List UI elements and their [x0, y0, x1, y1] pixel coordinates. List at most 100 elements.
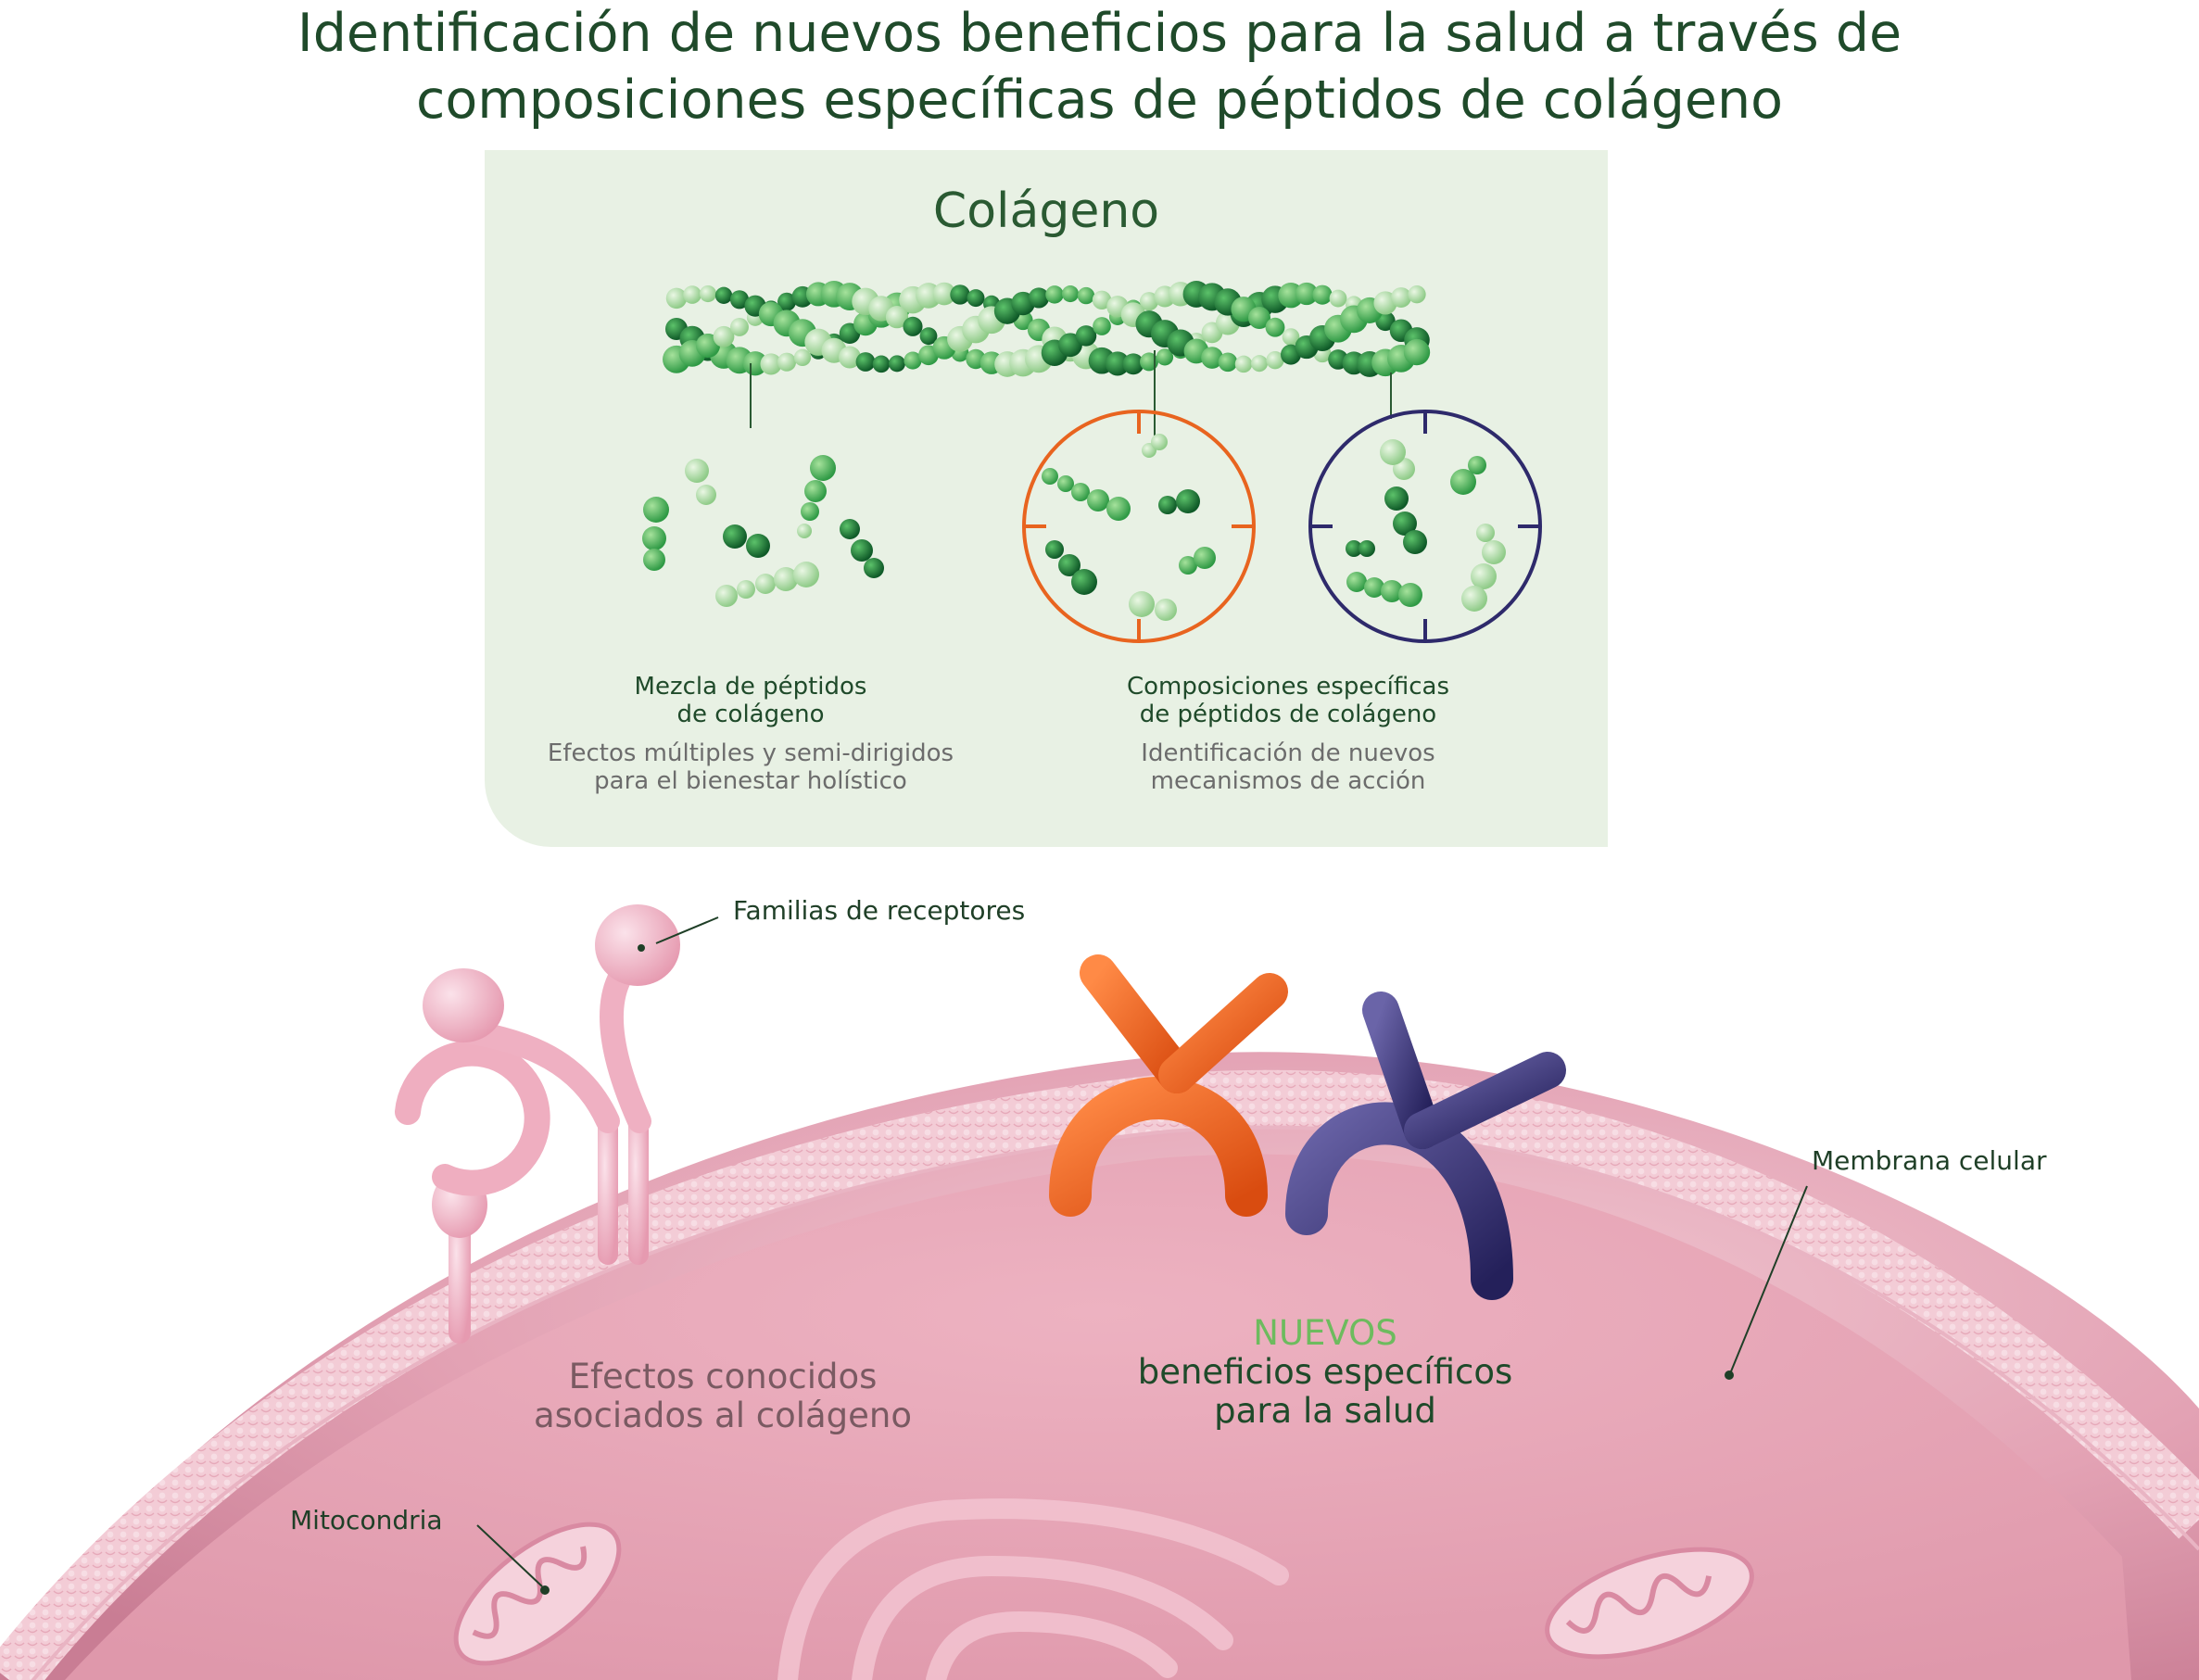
peptide-bead	[1179, 556, 1197, 575]
ring-receptor	[395, 1040, 550, 1344]
mixture-caption: Mezcla de péptidos de colágeno Efectos m…	[519, 673, 982, 795]
peptide-bead	[801, 502, 819, 521]
peptide-bead	[1476, 524, 1495, 542]
peptide-bead	[1139, 292, 1159, 311]
peptide-bead	[1058, 554, 1081, 576]
peptide-bead	[1122, 353, 1144, 375]
known-effects-line-1: Efectos conocidos	[568, 1357, 878, 1396]
peptide-bead	[793, 348, 812, 367]
peptide-bead	[1403, 530, 1427, 554]
peptide-bead	[1061, 285, 1080, 303]
peptide-bead	[1158, 496, 1177, 514]
peptide-bead	[1028, 287, 1050, 309]
peptide-bead	[1045, 540, 1064, 559]
peptide-bead	[1057, 475, 1074, 492]
peptide-bead	[1247, 307, 1271, 330]
peptide-bead	[1266, 351, 1284, 370]
peptide-bead	[1408, 285, 1426, 304]
peptide-bead	[851, 539, 873, 562]
peptide-bead	[1218, 352, 1238, 373]
peptide-bead	[1391, 287, 1411, 309]
peptide-bead	[1346, 540, 1362, 557]
peptide-bead	[1156, 348, 1174, 366]
pointer-lines	[750, 350, 1392, 436]
peptide-bead	[699, 284, 717, 303]
mitochondrion-left	[453, 1522, 622, 1666]
peptide-bead	[1482, 540, 1506, 564]
peptide-bead	[1471, 563, 1497, 589]
navy-receptor	[1285, 992, 1566, 1300]
mixture-sub-2: para el bienestar holístico	[594, 767, 907, 795]
peptide-mixture-fragments	[642, 455, 884, 607]
peptide-bead	[642, 526, 666, 550]
peptide-bead	[714, 286, 733, 304]
peptide-bead	[685, 459, 709, 483]
specific-sub-1: Identificación de nuevos	[1141, 739, 1435, 767]
specific-heading-1: Composiciones específicas	[1127, 673, 1449, 701]
mixture-heading-1: Mezcla de péptidos	[634, 673, 867, 701]
peptide-bead	[746, 534, 770, 558]
known-effects-text: Efectos conocidos asociados al colágeno	[491, 1358, 954, 1435]
specific-heading-2: de péptidos de colágeno	[1139, 701, 1437, 728]
new-benefits-text: NUEVOS beneficios específicos para la sa…	[1093, 1314, 1557, 1431]
peptide-bead	[1129, 591, 1155, 617]
orange-receptor	[1049, 954, 1288, 1217]
peptide-bead	[967, 289, 985, 308]
peptide-bead	[1461, 586, 1487, 612]
peptide-bead	[1042, 468, 1058, 485]
peptide-bead	[723, 524, 747, 549]
collagen-helix	[663, 280, 1431, 377]
peptide-bead	[1093, 317, 1111, 335]
peptide-bead	[1155, 599, 1177, 621]
peptide-bead	[839, 346, 861, 369]
navy-target-circle	[1308, 410, 1542, 643]
peptide-bead	[1071, 483, 1090, 501]
peptide-bead	[1092, 290, 1112, 310]
peptide-bead	[904, 351, 922, 370]
specific-peptide-fragments	[1042, 434, 1506, 621]
peptide-bead	[665, 287, 688, 309]
peptide-bead	[804, 480, 827, 502]
mitochondria-label: Mitocondria	[290, 1505, 443, 1535]
peptide-bead	[810, 455, 836, 481]
peptide-bead	[1312, 284, 1333, 305]
mixture-sub-1: Efectos múltiples y semi-dirigidos	[547, 739, 954, 767]
peptide-bead	[1398, 583, 1422, 607]
peptide-bead	[1295, 282, 1319, 306]
peptide-bead	[730, 317, 749, 336]
peptide-bead	[903, 316, 923, 336]
peptide-bead	[950, 284, 970, 305]
peptide-bead	[1234, 355, 1253, 373]
peptide-bead	[1381, 580, 1403, 602]
peptide-bead	[1468, 456, 1486, 474]
peptide-bead	[774, 567, 798, 591]
cell-membrane-label: Membrana celular	[1812, 1145, 2047, 1176]
peptide-bead	[1403, 338, 1431, 366]
peptide-bead	[737, 580, 755, 599]
specific-sub-2: mecanismos de acción	[1150, 767, 1426, 795]
peptide-bead	[643, 497, 669, 523]
mixture-heading-2: de colágeno	[676, 701, 825, 728]
peptide-bead	[1250, 355, 1269, 373]
peptide-bead	[1346, 572, 1367, 592]
peptide-bead	[872, 355, 891, 373]
peptide-bead	[1450, 469, 1476, 495]
new-benefits-line-2: para la salud	[1214, 1391, 1436, 1431]
peptide-bead	[888, 355, 906, 373]
peptide-bead	[1105, 351, 1131, 376]
peptide-bead	[1380, 439, 1406, 465]
peptide-bead	[1077, 286, 1095, 305]
peptide-bead	[696, 485, 716, 505]
peptide-bead	[1329, 289, 1347, 308]
peptide-bead	[855, 352, 876, 372]
peptide-bead	[715, 585, 738, 607]
peptide-bead	[919, 327, 938, 346]
page-title: Identificación de nuevos beneficios para…	[0, 0, 2199, 133]
peptide-bead	[885, 306, 909, 329]
known-effects-line-2: asociados al colágeno	[533, 1396, 913, 1435]
peptide-bead	[1151, 434, 1168, 450]
peptide-bead	[1071, 569, 1097, 595]
peptide-bead	[1201, 347, 1223, 369]
new-benefits-word: NUEVOS	[1253, 1313, 1397, 1353]
